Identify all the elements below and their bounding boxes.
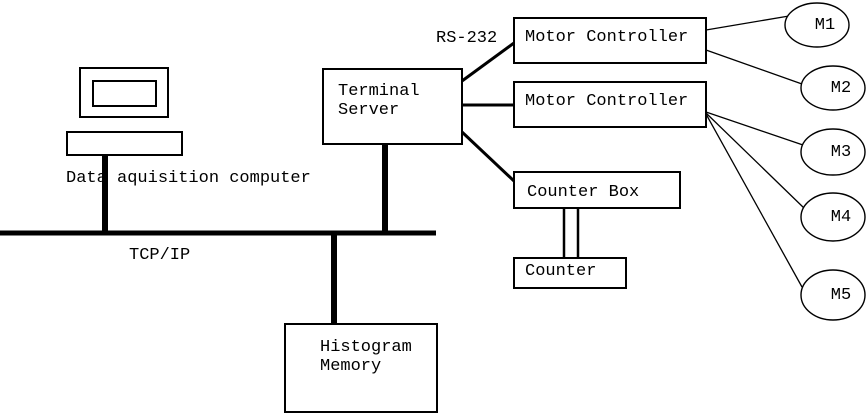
motor-m5-ellipse xyxy=(800,269,866,321)
motor-m4-ellipse xyxy=(800,192,866,242)
motor-controller-2-to-m3-line xyxy=(705,111,804,146)
motor-m4-label: M4 xyxy=(830,207,852,227)
computer-monitor-screen-icon xyxy=(92,80,157,107)
motor-controller-1-to-m1-line xyxy=(705,15,790,31)
rs232-link-label: RS-232 xyxy=(436,29,498,48)
counter-box-box: Counter Box xyxy=(513,171,681,209)
terminal-server-to-motor-controller-1-line xyxy=(461,41,515,83)
motor-m5-label: M5 xyxy=(830,285,852,305)
motor-controller-1-to-m2-line xyxy=(705,49,803,85)
motor-m3-ellipse xyxy=(800,128,866,176)
terminal-server-to-counter-box-line xyxy=(460,130,516,183)
computer-keyboard-icon xyxy=(66,131,183,156)
counter-box: Counter xyxy=(513,257,627,289)
motor-controller-2-to-m4-line xyxy=(705,112,806,210)
terminal-server-box: Terminal Server xyxy=(322,68,463,145)
motor-m2-label: M2 xyxy=(830,78,852,98)
motor-controller-2-box: Motor Controller xyxy=(513,81,707,128)
histogram-memory-box: Histogram Memory xyxy=(284,323,438,413)
motor-m1-label: M1 xyxy=(814,15,836,35)
motor-m3-label: M3 xyxy=(830,142,852,162)
motor-controller-1-box: Motor Controller xyxy=(513,17,707,64)
motor-m2-ellipse xyxy=(800,65,866,111)
motor-controller-2-to-m5-line xyxy=(705,113,803,288)
computer-caption-label: Data aquisition computer xyxy=(66,169,311,188)
motor-m1-ellipse xyxy=(784,2,850,48)
tcpip-bus-label: TCP/IP xyxy=(129,246,191,265)
